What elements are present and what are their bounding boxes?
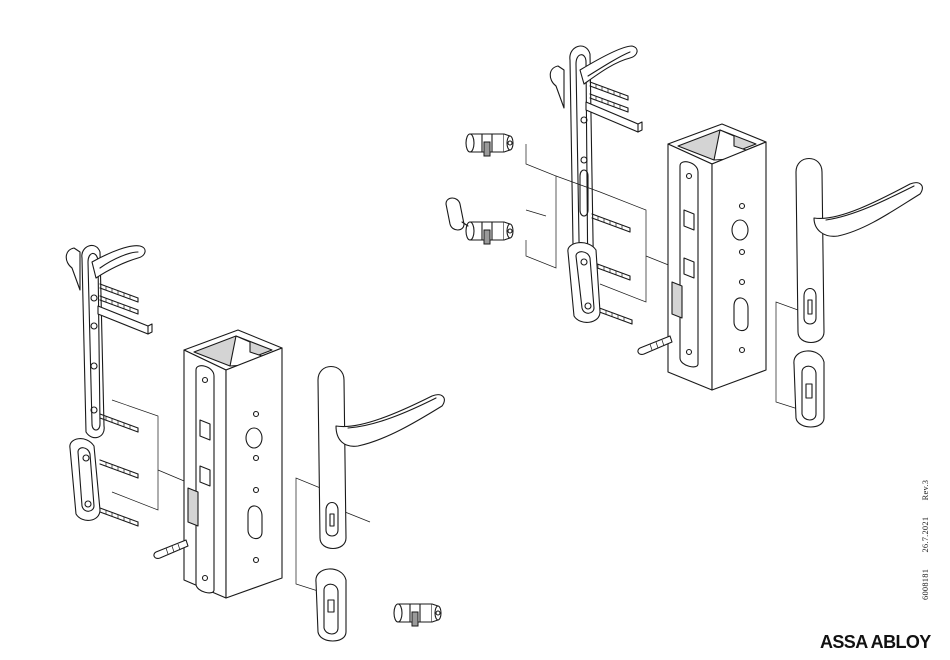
- left-screw-3: [100, 414, 138, 432]
- document-date: 26.7.2021: [920, 517, 930, 553]
- right-front-handle-plate: [796, 159, 922, 343]
- right-screw-3: [592, 214, 630, 232]
- left-screw-4: [100, 460, 138, 478]
- left-long-screw: [154, 540, 188, 558]
- document-revision: Rev.3: [920, 480, 930, 501]
- left-front-handle-plate: [318, 367, 444, 549]
- right-double-cylinder: [466, 134, 513, 156]
- left-assembly: [66, 245, 444, 641]
- left-back-handle-plate: [66, 245, 145, 437]
- left-front-escutcheon: [316, 569, 346, 641]
- left-half-cylinder: [394, 604, 441, 626]
- left-spindle: [98, 306, 152, 334]
- left-screw-5: [100, 508, 138, 526]
- document-code: 6008181: [920, 569, 930, 600]
- right-front-escutcheon: [794, 351, 824, 427]
- right-door-profile: [668, 124, 766, 390]
- document-reference: 6008181 26.7.2021 Rev.3: [920, 466, 930, 600]
- right-thumbturn-cylinder: [446, 198, 513, 244]
- right-back-escutcheon: [568, 243, 600, 323]
- right-long-screw: [638, 336, 672, 354]
- left-door-profile: [184, 330, 282, 598]
- left-back-escutcheon: [70, 439, 100, 521]
- brand-logo: ASSA ABLOY: [820, 632, 931, 653]
- right-assembly: [446, 46, 922, 427]
